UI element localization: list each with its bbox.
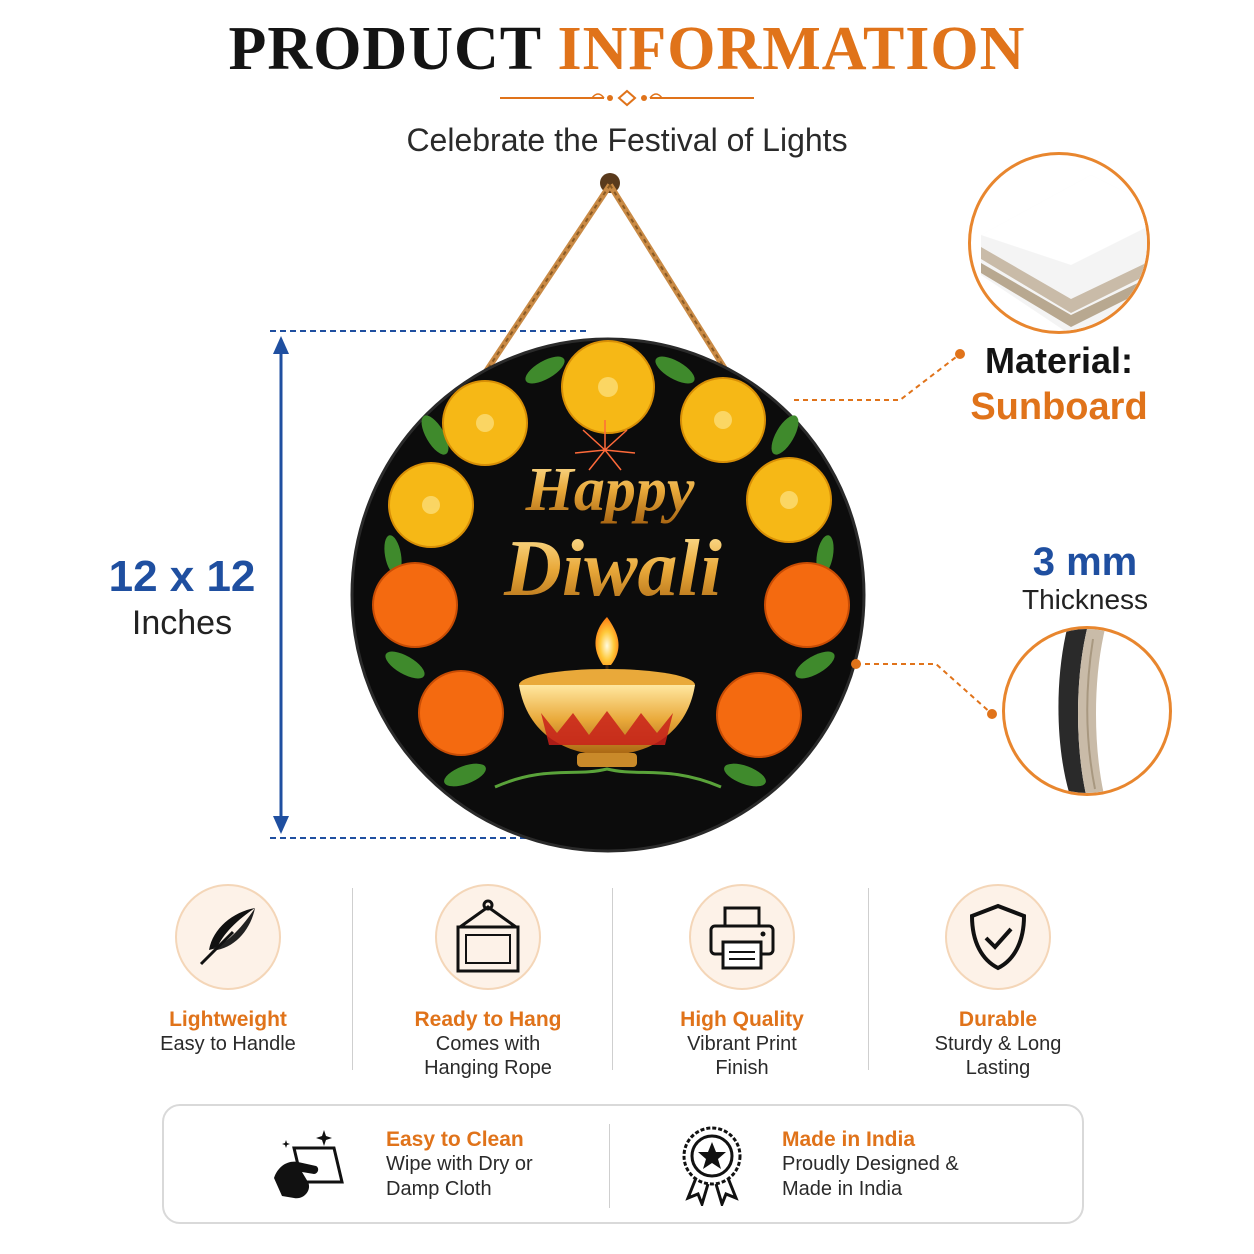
star-badge-icon <box>682 1126 742 1206</box>
size-value: 12 x 12 <box>108 552 256 601</box>
feature-lightweight: Lightweight Easy to Handle <box>118 884 338 1056</box>
size-unit: Inches <box>131 604 233 642</box>
shield-check-icon-circle <box>945 884 1051 990</box>
dimension-arrow <box>270 330 590 839</box>
feature-desc: Lasting <box>965 1057 1031 1079</box>
sign-happy-text: Happy <box>525 456 695 524</box>
feather-icon-circle <box>175 884 281 990</box>
feature-desc: Comes with <box>435 1033 541 1055</box>
feature-desc: Hanging Rope <box>424 1057 552 1079</box>
feather-icon <box>199 908 255 966</box>
bottom-item-made-in-india: Made in India Proudly Designed & Made in… <box>782 1128 992 1202</box>
bottom-features-box: Easy to Clean Wipe with Dry or Damp Clot… <box>162 1104 1084 1224</box>
thickness-sample-image <box>1002 626 1172 796</box>
printer-icon <box>709 906 775 970</box>
feature-desc: Sturdy & Long <box>934 1033 1062 1055</box>
bottom-item-desc: Damp Cloth <box>386 1178 492 1200</box>
feature-desc: Easy to Handle <box>160 1033 296 1055</box>
bottom-item-desc: Wipe with Dry or <box>386 1153 533 1175</box>
feature-title: Ready to Hang <box>414 1008 562 1031</box>
bottom-item-desc: Made in India <box>782 1178 903 1200</box>
material-sample-image <box>968 152 1150 334</box>
thickness-value: 3 mm <box>1032 540 1138 584</box>
feature-desc: Finish <box>715 1057 769 1079</box>
bottom-item-title: Made in India <box>782 1128 916 1151</box>
printer-icon-circle <box>689 884 795 990</box>
diwali-sign-image: Happy Diwali <box>350 173 866 853</box>
thickness-label: Thickness <box>1021 584 1149 615</box>
feature-divider <box>612 888 613 1070</box>
title-product: PRODUCT <box>228 15 541 83</box>
feature-title: Lightweight <box>169 1008 287 1031</box>
feature-title: Durable <box>958 1008 1038 1031</box>
callout-lines <box>794 349 997 719</box>
page-subtitle: Celebrate the Festival of Lights <box>406 122 848 158</box>
shield-check-icon <box>969 903 1027 971</box>
title-information: INFORMATION <box>557 15 1026 83</box>
bottom-divider <box>609 1124 610 1208</box>
hanging-frame-icon <box>456 899 520 973</box>
material-label: Material: <box>984 340 1134 381</box>
feature-title: High Quality <box>680 1008 804 1031</box>
page-title: PRODUCT INFORMATION <box>0 14 1254 85</box>
material-value: Sunboard <box>970 386 1148 428</box>
feature-desc: Vibrant Print <box>687 1033 797 1055</box>
ornament-divider <box>500 89 754 107</box>
bottom-item-desc: Proudly Designed & <box>782 1153 959 1175</box>
sign-diwali-text: Diwali <box>503 525 722 613</box>
feature-ready-to-hang: Ready to Hang Comes with Hanging Rope <box>378 884 598 1080</box>
feature-durable: Durable Sturdy & Long Lasting <box>888 884 1108 1080</box>
bottom-item-title: Easy to Clean <box>386 1128 524 1151</box>
bottom-item-easy-clean: Easy to Clean Wipe with Dry or Damp Clot… <box>386 1128 596 1202</box>
feature-divider <box>868 888 869 1070</box>
feature-high-quality: High Quality Vibrant Print Finish <box>632 884 852 1080</box>
cleaning-hand-icon <box>274 1130 344 1199</box>
hanging-frame-icon-circle <box>435 884 541 990</box>
feature-divider <box>352 888 353 1070</box>
